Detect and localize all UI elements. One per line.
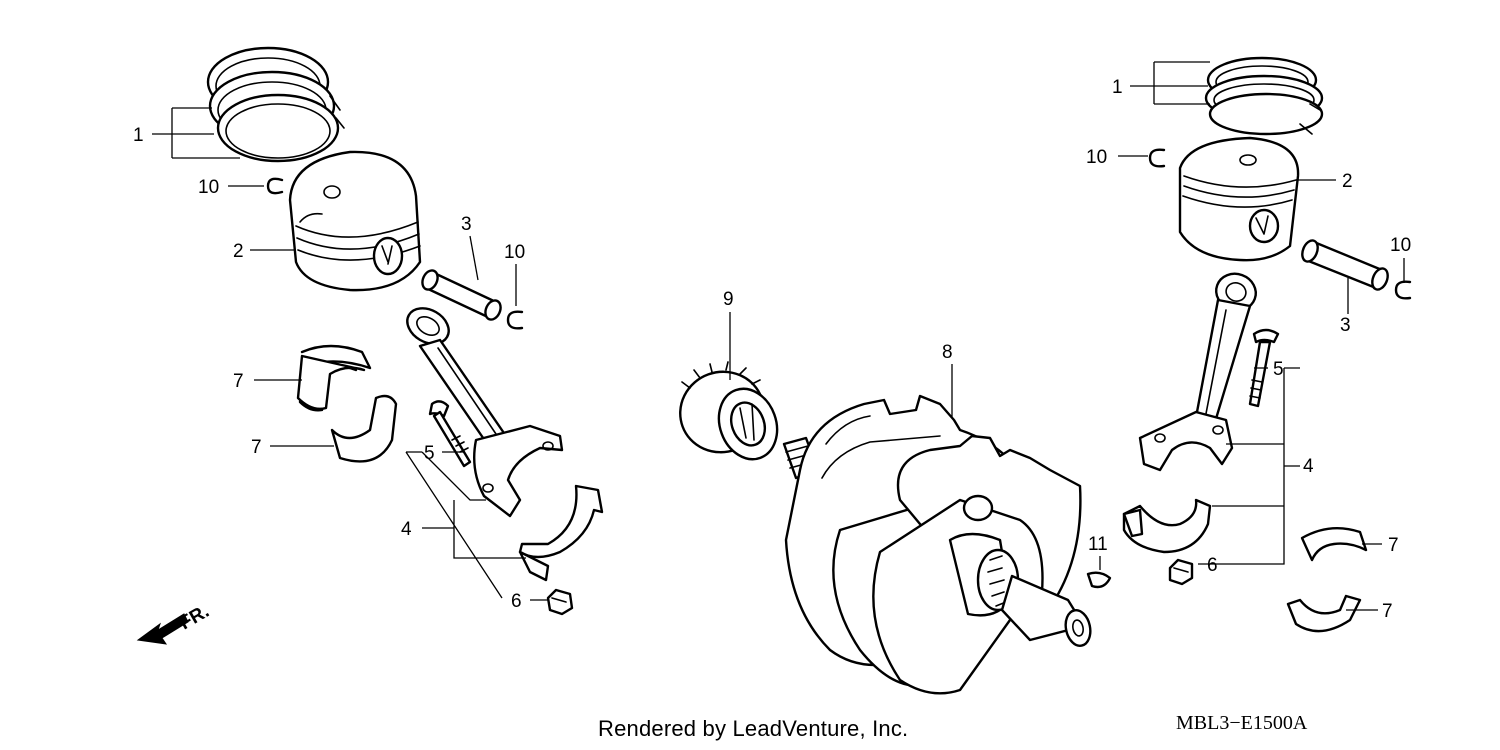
piston-right[interactable] bbox=[1178, 136, 1300, 262]
callout-11: 11 bbox=[1088, 534, 1108, 555]
render-credit: Rendered by LeadVenture, Inc. bbox=[598, 716, 909, 741]
leader-lines bbox=[152, 61, 1405, 611]
callout-3-right: 3 bbox=[1340, 315, 1351, 336]
circlip-right-lower[interactable] bbox=[1394, 280, 1412, 300]
front-direction-label: FR. bbox=[176, 601, 213, 634]
callout-7-left-lower: 7 bbox=[251, 437, 262, 458]
rod-nut-right[interactable] bbox=[1168, 558, 1194, 586]
rod-cap-right[interactable] bbox=[1122, 498, 1212, 554]
callout-4-right: 4 bbox=[1303, 456, 1314, 477]
bearing-right-lower[interactable] bbox=[1286, 594, 1362, 633]
callout-10-right-lower: 10 bbox=[1390, 235, 1411, 256]
bearing-left-upper[interactable] bbox=[296, 344, 372, 412]
woodruff-key[interactable] bbox=[1086, 571, 1112, 589]
connecting-rod-left[interactable] bbox=[401, 301, 564, 518]
piston-pin-left[interactable] bbox=[420, 268, 504, 322]
callout-6-right: 6 bbox=[1207, 555, 1218, 576]
circlip-right-upper[interactable] bbox=[1148, 148, 1166, 168]
callout-7-left-upper: 7 bbox=[233, 371, 244, 392]
bearing-right-upper[interactable] bbox=[1300, 526, 1368, 562]
piston-rings-right[interactable] bbox=[1204, 56, 1324, 136]
rod-cap-left[interactable] bbox=[518, 484, 604, 582]
callout-1-left: 1 bbox=[133, 125, 144, 146]
callout-5-right: 5 bbox=[1273, 359, 1284, 380]
piston-left[interactable] bbox=[288, 150, 422, 292]
piston-rings-left[interactable] bbox=[206, 46, 345, 163]
callout-6-left: 6 bbox=[511, 591, 522, 612]
front-direction-arrow-icon bbox=[136, 613, 189, 645]
circlip-left-lower[interactable] bbox=[506, 310, 524, 330]
callout-10-left-lower: 10 bbox=[504, 242, 525, 263]
callout-3-left: 3 bbox=[461, 214, 472, 235]
rod-nut-left[interactable] bbox=[546, 588, 574, 616]
callout-7-right-upper: 7 bbox=[1388, 535, 1399, 556]
gear[interactable] bbox=[669, 360, 787, 467]
callout-1-right: 1 bbox=[1112, 77, 1123, 98]
callout-4-left: 4 bbox=[401, 519, 412, 540]
callout-8: 8 bbox=[942, 342, 953, 363]
callout-2-right: 2 bbox=[1342, 171, 1353, 192]
callout-7-right-lower: 7 bbox=[1382, 601, 1393, 622]
callout-10-left-upper: 10 bbox=[198, 177, 219, 198]
diagram-code: MBL3−E1500A bbox=[1176, 712, 1308, 734]
connecting-rod-right[interactable] bbox=[1138, 268, 1261, 472]
crankshaft[interactable] bbox=[782, 394, 1093, 695]
callout-2-left: 2 bbox=[233, 241, 244, 262]
piston-pin-right[interactable] bbox=[1299, 238, 1390, 292]
bearing-left-lower[interactable] bbox=[330, 394, 398, 463]
rod-bolt-right[interactable] bbox=[1248, 328, 1280, 408]
circlip-left-upper[interactable] bbox=[266, 177, 284, 195]
callout-9: 9 bbox=[723, 289, 734, 310]
callout-5-left: 5 bbox=[424, 443, 435, 464]
callout-10-right-upper: 10 bbox=[1086, 147, 1107, 168]
